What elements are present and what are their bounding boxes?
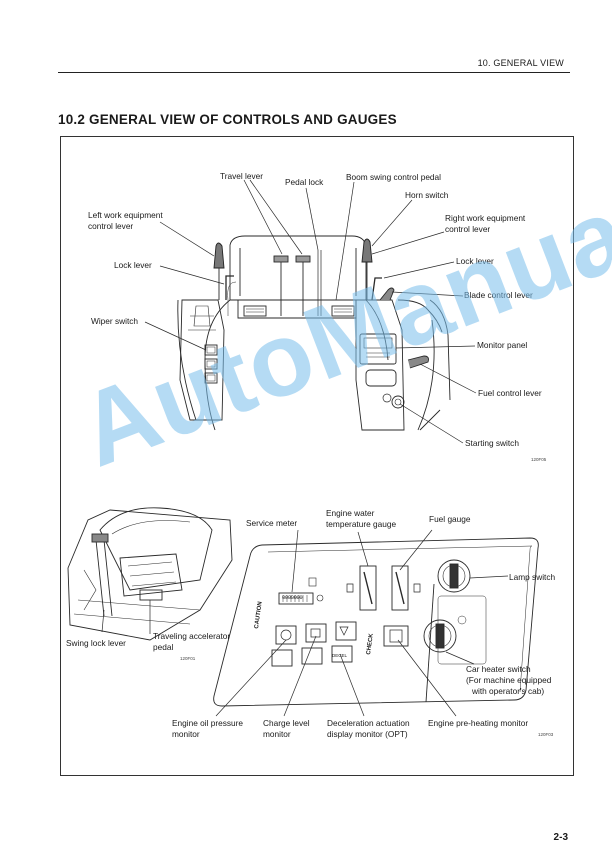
label-engine-oil-pressure: Engine oil pressure	[172, 718, 244, 728]
chapter-header: 10. GENERAL VIEW	[477, 58, 564, 68]
label-lamp-switch: Lamp switch	[509, 572, 556, 582]
label-monitor-panel: Monitor panel	[477, 340, 528, 350]
figure-ref-upper: 120F05	[531, 457, 547, 462]
figure-ref-lower-left: 120F01	[180, 656, 196, 661]
label-swing-lock-lever: Swing lock lever	[66, 638, 126, 648]
label-right-work-equipment-line2: control lever	[445, 224, 491, 234]
label-engine-oil-pressure-line2: monitor	[172, 729, 200, 739]
header-rule	[58, 72, 570, 74]
label-deceleration-line2: display monitor (OPT)	[327, 729, 408, 739]
monitor-panel-drawing	[213, 537, 539, 707]
page-number: 2-3	[553, 832, 568, 843]
label-car-heater-note-line2: with operator's cab)	[472, 686, 545, 696]
figure-ref-monitor: 120F03	[538, 732, 554, 737]
label-fuel-gauge: Fuel gauge	[429, 514, 471, 524]
label-traveling-accelerator: Traveling accelerator	[153, 631, 231, 641]
lower-left-floor-drawing	[67, 507, 233, 641]
label-charge-level: Charge level	[263, 718, 310, 728]
section-title: 10.2 GENERAL VIEW OF CONTROLS AND GAUGES	[58, 112, 397, 127]
label-engine-preheating: Engine pre-heating monitor	[428, 718, 529, 728]
operator-cab-drawing	[177, 235, 451, 431]
label-horn-switch: Horn switch	[405, 190, 449, 200]
service-meter-digits: 0000000	[282, 594, 303, 601]
label-car-heater-note: (For machine equipped	[466, 675, 552, 685]
decel-monitor-icon: DECEL	[332, 653, 348, 658]
label-right-work-equipment: Right work equipment	[445, 213, 526, 223]
label-pedal-lock: Pedal lock	[285, 177, 324, 187]
label-engine-water: Engine water	[326, 508, 375, 518]
label-temperature-gauge: temperature gauge	[326, 519, 397, 529]
label-left-work-equipment-line2: control lever	[88, 221, 134, 231]
monitor-leader-lines	[215, 529, 509, 717]
label-traveling-accelerator-line2: pedal	[153, 642, 174, 652]
label-travel-lever: Travel lever	[220, 171, 264, 181]
label-left-work-equipment: Left work equipment	[88, 210, 163, 220]
label-blade-control-lever: Blade control lever	[464, 290, 533, 300]
label-starting-switch: Starting switch	[465, 438, 519, 448]
lower-left-leader-lines	[101, 600, 151, 634]
label-boom-swing-control-pedal: Boom swing control pedal	[346, 172, 442, 182]
label-lock-lever-right: Lock lever	[456, 256, 494, 266]
label-service-meter: Service meter	[246, 518, 298, 528]
label-lock-lever-left: Lock lever	[114, 260, 152, 270]
label-car-heater-switch: Car heater switch	[466, 664, 531, 674]
label-fuel-control-lever: Fuel control lever	[478, 388, 542, 398]
label-deceleration: Deceleration actuation	[327, 718, 410, 728]
upper-leader-lines	[144, 179, 477, 444]
label-charge-level-line2: monitor	[263, 729, 291, 739]
figure-frame	[60, 136, 574, 776]
label-wiper-switch: Wiper switch	[91, 316, 139, 326]
